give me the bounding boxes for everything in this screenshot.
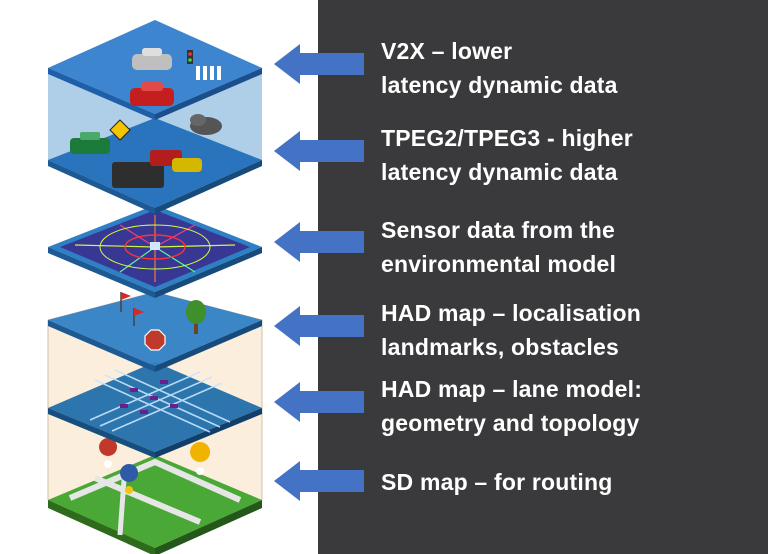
- map-pin-icon: [120, 464, 139, 506]
- label-line: SD map – for routing: [381, 469, 613, 495]
- label-line: latency dynamic data: [381, 72, 618, 98]
- layer-label-tpeg: TPEG2/TPEG3 - higher latency dynamic dat…: [381, 121, 761, 189]
- cloud-icon: [190, 114, 222, 135]
- sd-map-layer: [48, 438, 262, 554]
- warning-sign-icon: [109, 119, 131, 141]
- layer-label-lane-model: HAD map – lane model: geometry and topol…: [381, 372, 761, 440]
- label-line: HAD map – lane model:: [381, 376, 643, 402]
- stop-sign-icon: [144, 329, 166, 351]
- layer-stack-illustration: [47, 20, 263, 554]
- traffic-light-icon: [187, 50, 193, 64]
- layer-label-sensor: Sensor data from the environmental model: [381, 213, 761, 281]
- label-line: latency dynamic data: [381, 159, 618, 185]
- arrow-left-icon: [274, 461, 364, 501]
- layer-label-v2x: V2X – lower latency dynamic data: [381, 34, 761, 102]
- lane-model-layer: [48, 362, 262, 458]
- car-icon: [172, 158, 202, 172]
- map-pin-icon: [99, 438, 118, 480]
- sensor-data-layer: [48, 205, 262, 298]
- label-line: geometry and topology: [381, 410, 640, 436]
- car-icon: [70, 132, 110, 154]
- label-line: TPEG2/TPEG3 - higher: [381, 125, 633, 151]
- label-line: HAD map – localisation: [381, 300, 642, 326]
- flag-icon: [120, 292, 131, 312]
- label-line: landmarks, obstacles: [381, 334, 619, 360]
- tpeg-layer: [48, 114, 262, 214]
- label-line: V2X – lower: [381, 38, 513, 64]
- map-pin-icon: [190, 442, 211, 494]
- crosswalk-icon: [196, 66, 221, 80]
- arrow-left-icon: [274, 44, 364, 84]
- lower-block: [47, 291, 263, 554]
- localisation-layer: [48, 292, 262, 372]
- upper-block: [48, 20, 262, 214]
- layer-label-sd-map: SD map – for routing: [381, 465, 761, 499]
- arrow-left-icon: [274, 222, 364, 262]
- arrow-left-icon: [274, 306, 364, 346]
- label-panel: [318, 0, 768, 554]
- car-icon: [132, 48, 172, 70]
- flag-icon: [133, 308, 144, 326]
- v2x-layer: [48, 20, 262, 120]
- tree-icon: [186, 300, 206, 334]
- car-icon: [130, 82, 174, 106]
- arrow-left-icon: [274, 382, 364, 422]
- label-line: Sensor data from the: [381, 217, 616, 243]
- label-line: environmental model: [381, 251, 617, 277]
- layer-label-localisation: HAD map – localisation landmarks, obstac…: [381, 296, 761, 364]
- arrow-left-icon: [274, 131, 364, 171]
